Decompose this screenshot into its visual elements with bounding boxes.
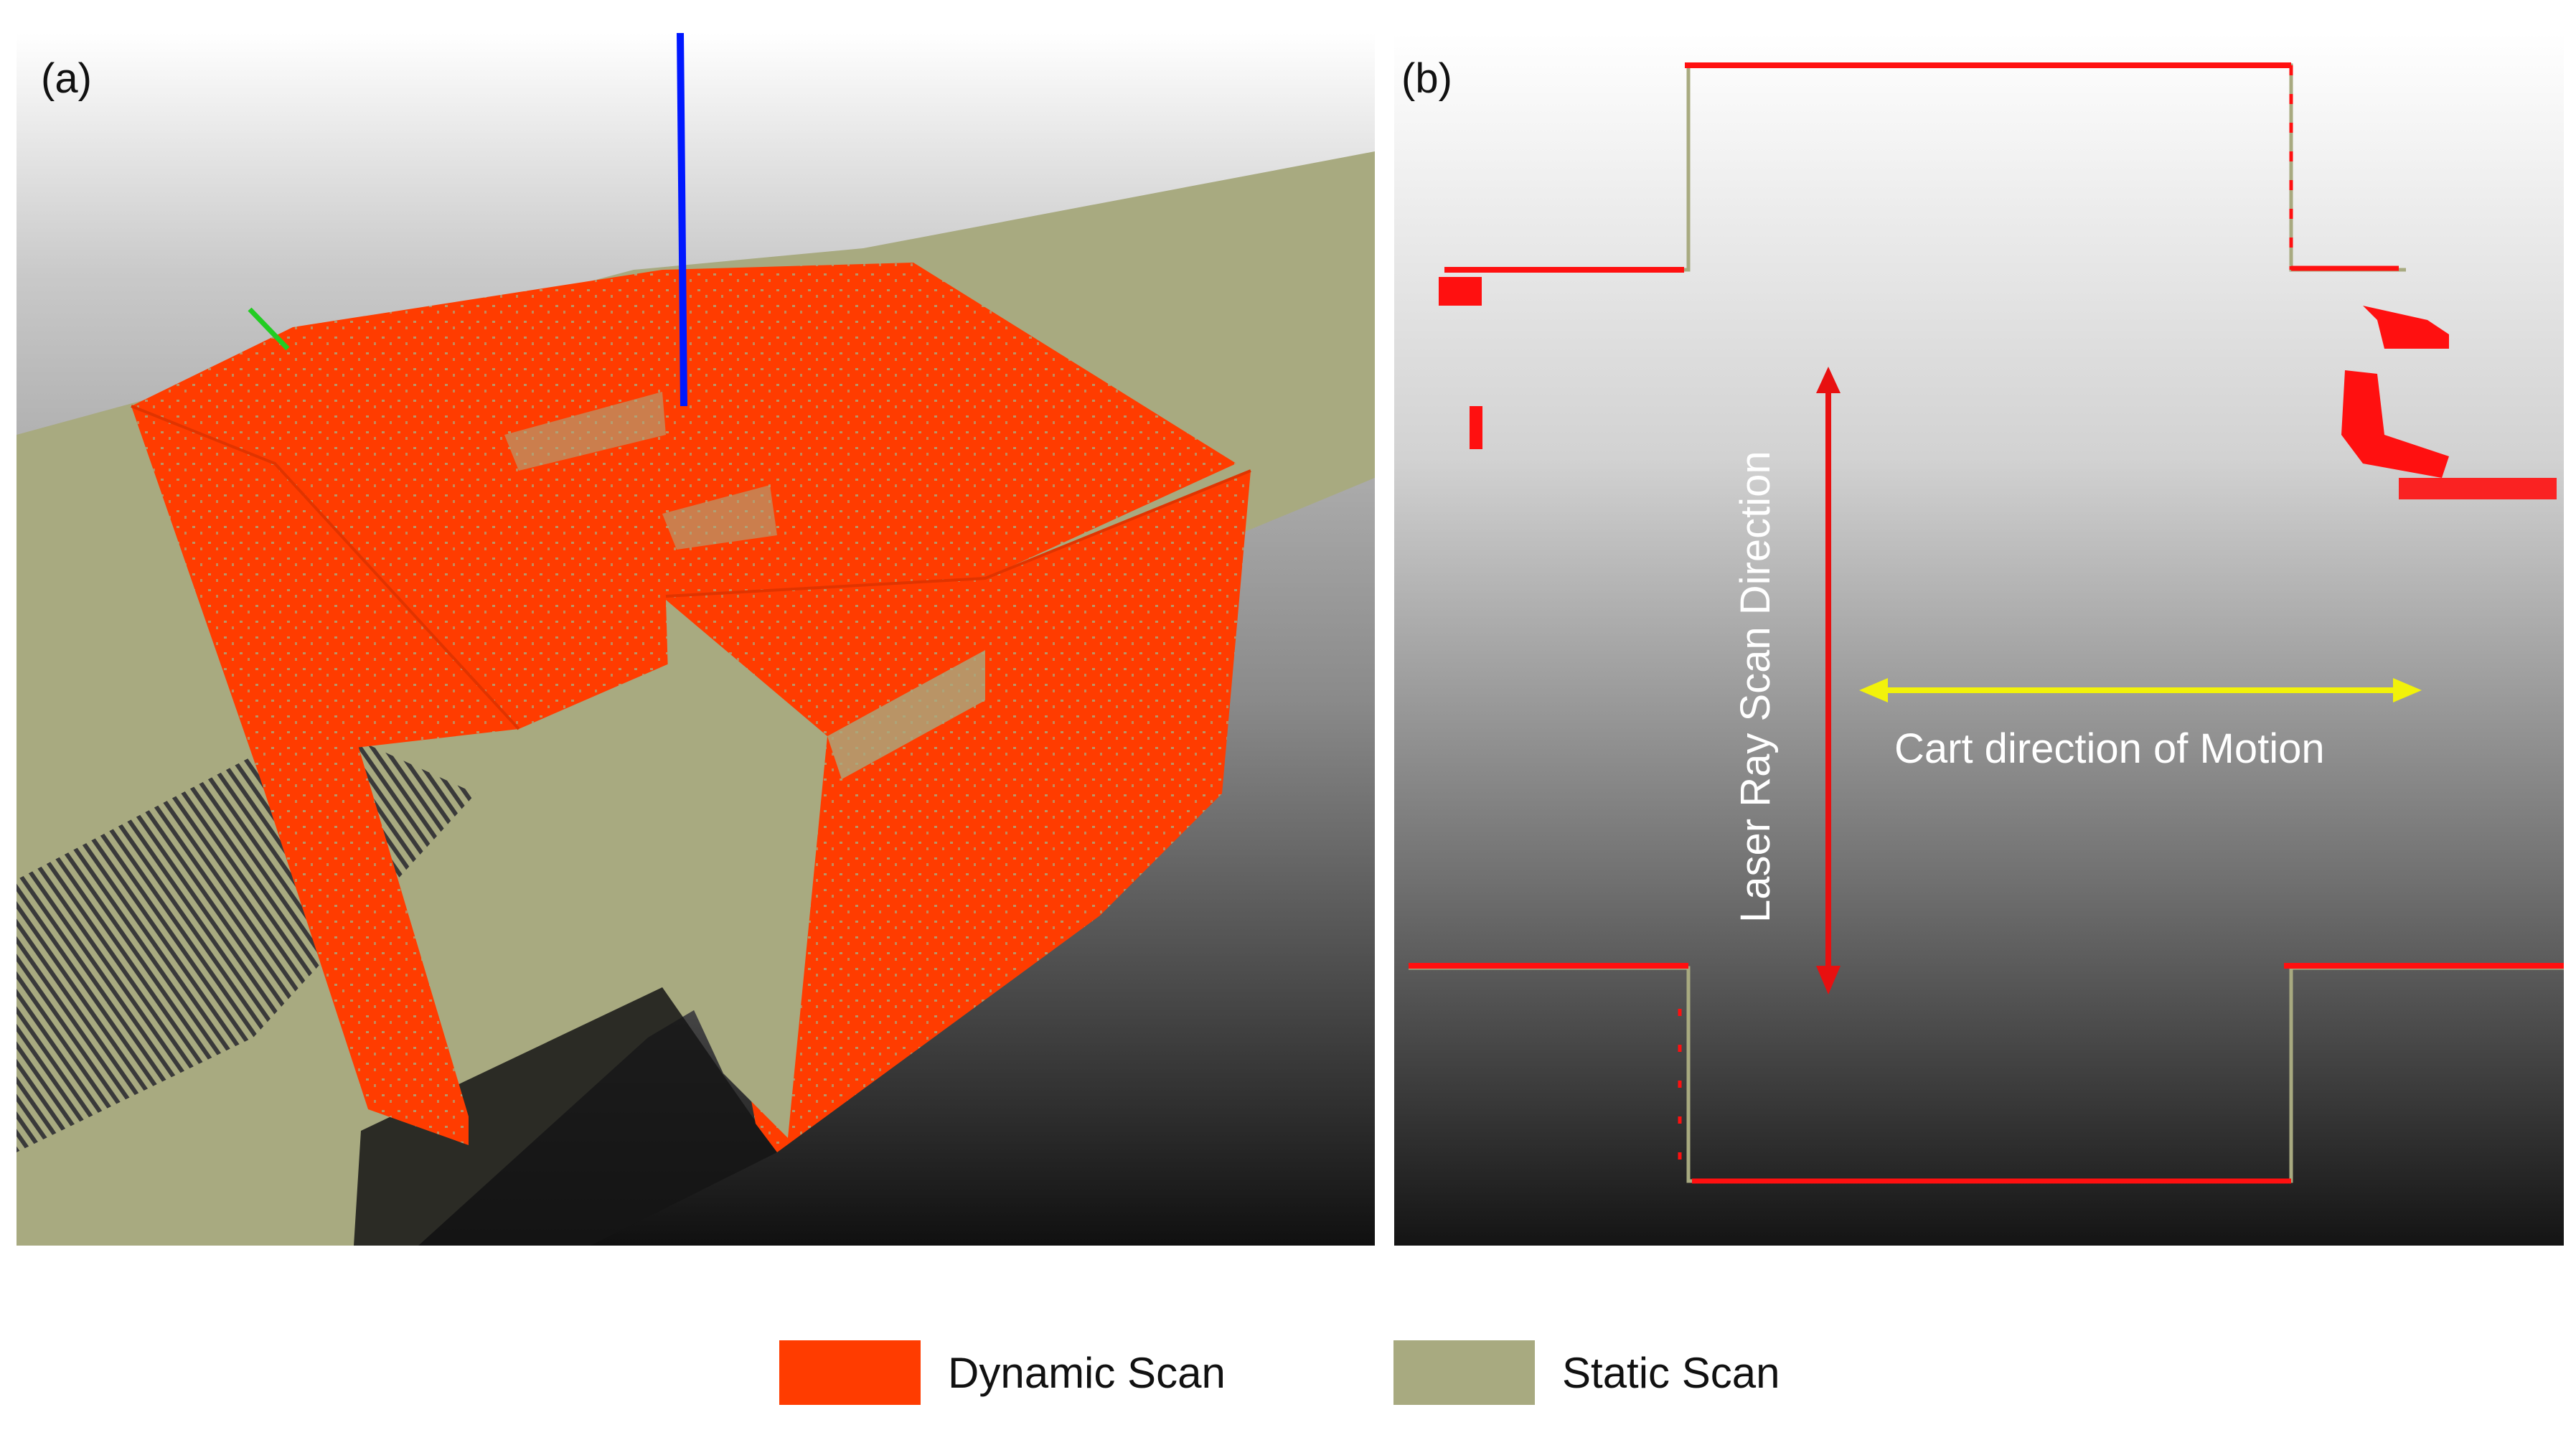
static-inner-face — [666, 600, 827, 1138]
cart-direction-label: Cart direction of Motion — [1894, 725, 2325, 772]
point-cloud-3d-view: (a) — [17, 33, 1375, 1246]
legend-swatch-static — [1393, 1340, 1535, 1405]
legend-label-dynamic: Dynamic Scan — [948, 1348, 1226, 1397]
point-cloud-plan-graphic — [1394, 33, 2564, 1246]
dynamic-right-box — [666, 471, 1251, 1152]
panel-label-a: (a) — [41, 55, 92, 102]
panel-label-b: (b) — [1401, 55, 1452, 102]
y-axis-line — [248, 307, 290, 351]
legend-swatch-dynamic — [779, 1340, 921, 1405]
legend-label-static: Static Scan — [1562, 1348, 1780, 1397]
laser-direction-label: Laser Ray Scan Direction — [1732, 451, 1779, 923]
legend-item-dynamic: Dynamic Scan — [779, 1340, 1226, 1405]
point-cloud-plan-view: (b) — [1394, 33, 2564, 1246]
point-cloud-3d-graphic — [17, 33, 1375, 1246]
z-axis-line — [677, 33, 687, 407]
legend-item-static: Static Scan — [1393, 1340, 1780, 1405]
